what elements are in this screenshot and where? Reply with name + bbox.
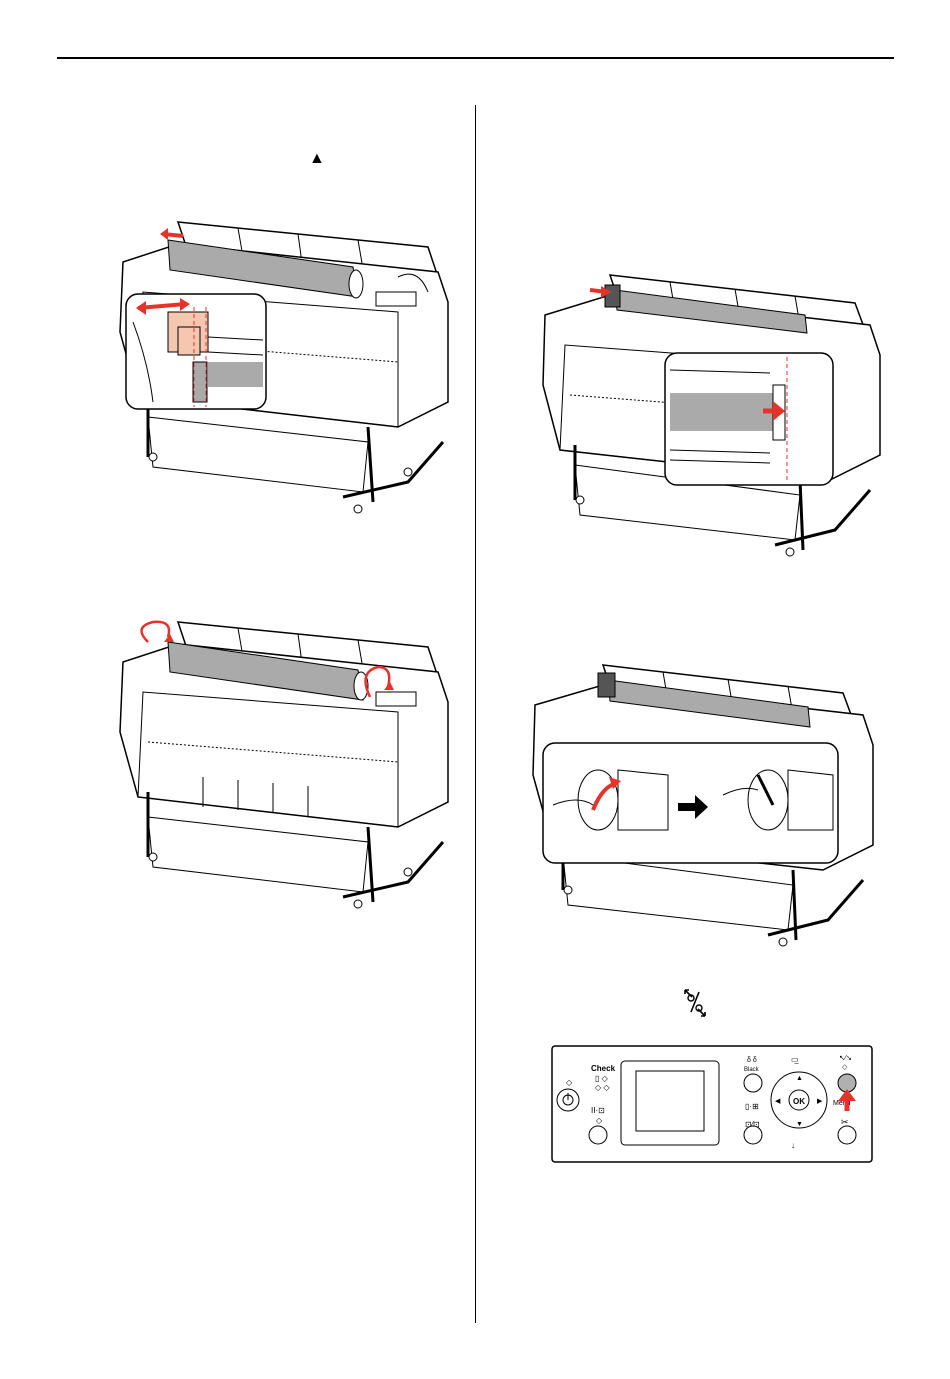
svg-text:◇: ◇ — [596, 1116, 603, 1125]
black-label: Black — [744, 1067, 760, 1073]
black-ink-button[interactable] — [744, 1074, 762, 1092]
column-divider — [475, 105, 476, 1323]
figure-push-roll-holder — [535, 265, 885, 558]
media-button[interactable] — [744, 1126, 762, 1144]
svg-text:▯ ◇: ▯ ◇ — [595, 1074, 609, 1083]
pause-label: II·⊡ — [591, 1106, 605, 1115]
control-panel-figure: ◇ Check ▯ ◇ ◇ ◇ II·⊡ ◇ δ δ Black ▯·⊞ ⊡⁄⊡… — [551, 1045, 873, 1163]
cut-button[interactable] — [838, 1126, 856, 1144]
svg-text:↓: ↓ — [791, 1141, 795, 1150]
svg-text:▭̲: ▭̲ — [791, 1055, 800, 1064]
cut-feed-small-icon: ↖⁄↘ — [839, 1055, 852, 1062]
pause-button[interactable] — [589, 1126, 607, 1144]
svg-text:◇ ◇: ◇ ◇ — [595, 1083, 610, 1092]
cut-feed-icon — [683, 988, 707, 1018]
svg-text:▲: ▲ — [796, 1075, 803, 1082]
svg-text:δ δ: δ δ — [747, 1057, 757, 1064]
svg-text:▼: ▼ — [796, 1121, 803, 1128]
svg-text:▯·⊞: ▯·⊞ — [745, 1102, 759, 1111]
figure-rotate-roll — [108, 612, 453, 912]
figure-lower-lever — [523, 655, 885, 950]
svg-text:◀: ◀ — [775, 1098, 781, 1105]
up-arrow-icon: ▲ — [309, 151, 325, 167]
svg-text:◇: ◇ — [566, 1078, 573, 1087]
scissors-icon: ✂ — [841, 1117, 849, 1127]
svg-text:◇: ◇ — [842, 1064, 848, 1071]
ok-button[interactable]: OK — [793, 1097, 805, 1106]
check-label: Check — [591, 1064, 616, 1073]
svg-text:▶: ▶ — [817, 1098, 823, 1105]
header-rule — [57, 57, 894, 59]
figure-roll-holder-adjust — [108, 212, 453, 517]
